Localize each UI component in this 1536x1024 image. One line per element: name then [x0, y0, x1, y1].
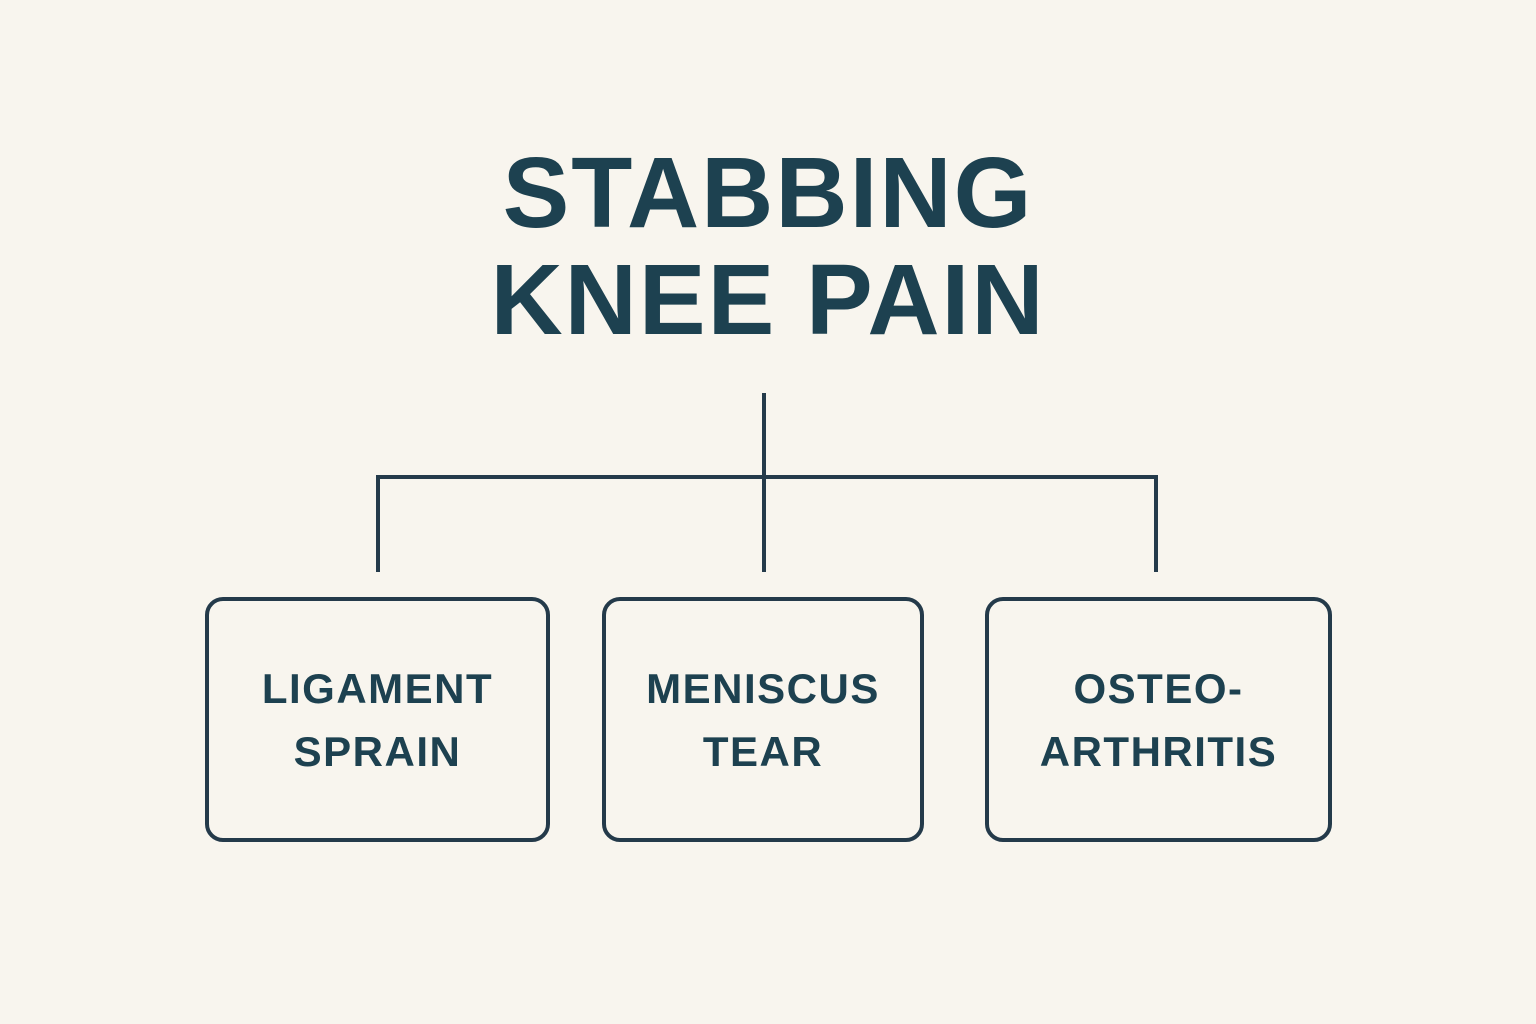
node-label-line2: ARTHRITIS [1039, 727, 1278, 775]
node-label-line1: LIGAMENT [261, 664, 494, 712]
node-label-line2: SPRAIN [293, 727, 462, 775]
diagram-title-line2: KNEE PAIN [490, 244, 1046, 356]
diagram-title-line1: STABBING [502, 137, 1034, 249]
node-label-line1: MENISCUS [646, 664, 880, 712]
connector-vertical-center [762, 393, 766, 572]
node-ligament-sprain: LIGAMENT SPRAIN [205, 597, 550, 842]
node-label-line1: OSTEO- [1073, 664, 1244, 712]
node-label-line2: TEAR [702, 727, 824, 775]
node-label: LIGAMENT SPRAIN [262, 657, 493, 783]
node-osteoarthritis: OSTEO- ARTHRITIS [985, 597, 1332, 842]
connector-horizontal [376, 475, 1158, 479]
connector-vertical-left [376, 475, 380, 572]
diagram-title: STABBING KNEE PAIN [0, 140, 1536, 354]
node-label: MENISCUS TEAR [646, 657, 880, 783]
node-label: OSTEO- ARTHRITIS [1040, 657, 1278, 783]
connector-vertical-right [1154, 475, 1158, 572]
node-meniscus-tear: MENISCUS TEAR [602, 597, 924, 842]
